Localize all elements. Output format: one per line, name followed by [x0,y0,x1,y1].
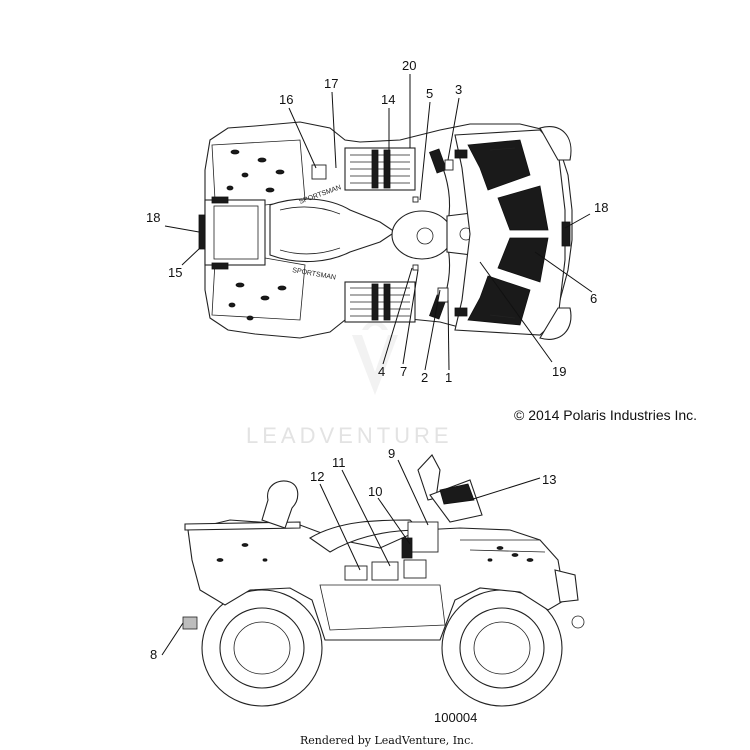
atv-side-view [182,454,585,707]
watermark-text: LEADVENTURE [246,423,453,448]
top-callouts: 20 17 5 3 16 14 18 18 15 6 4 7 2 1 19 [146,58,608,385]
callout-20: 20 [402,58,416,73]
callout-19: 19 [552,364,566,379]
footrest-top [344,147,416,191]
callout-10: 10 [368,484,382,499]
callout-3: 3 [455,82,462,97]
atv-top-view: SPORTSMAN SPORTSMAN [198,121,573,340]
callout-16: 16 [279,92,293,107]
callout-7: 7 [400,364,407,379]
callout-18-left: 18 [146,210,160,225]
callout-11: 11 [332,455,346,470]
part-number: 100004 [434,710,477,725]
rear-rack-texture [226,149,287,321]
callout-1: 1 [445,370,452,385]
callout-6: 6 [590,291,597,306]
callout-12: 12 [310,469,324,484]
footrest-bottom [344,281,416,323]
copyright-text: © 2014 Polaris Industries Inc. [514,407,697,423]
callout-4: 4 [378,364,385,379]
side-leader-lines [161,459,541,656]
top-leader-lines [164,74,593,371]
callout-9: 9 [388,446,395,461]
watermark-logo [352,321,398,395]
callout-13: 13 [542,472,556,487]
callout-5: 5 [426,86,433,101]
callout-18-right: 18 [594,200,608,215]
side-callouts: 11 9 12 10 13 8 [150,446,556,662]
callout-15: 15 [168,265,182,280]
callout-2: 2 [421,370,428,385]
rendered-by: Rendered by LeadVenture, Inc. [300,734,474,747]
callout-8: 8 [150,647,157,662]
callout-14: 14 [381,92,395,107]
callout-17: 17 [324,76,338,91]
